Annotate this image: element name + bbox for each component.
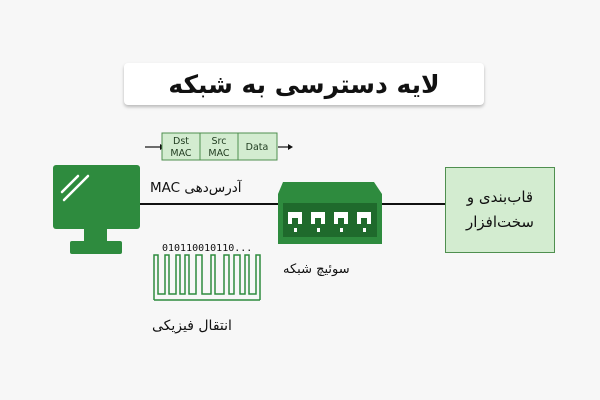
mac-addressing-label: آدرس‌دهی MAC — [150, 180, 242, 196]
packet-field-data: Data — [246, 142, 269, 153]
diagram-title: لایه دسترسی به شبکه — [168, 69, 440, 99]
packet-field-dst-top: Dst — [173, 136, 189, 147]
network-switch-label: سوئیچ شبکه — [283, 262, 350, 277]
packet-field-src-bottom: MAC — [208, 148, 230, 159]
network-switch-icon — [278, 182, 382, 244]
title-box: لایه دسترسی به شبکه — [124, 63, 484, 105]
packet-field-src-top: Src — [212, 136, 227, 147]
packet-field-dst-bottom: MAC — [170, 148, 192, 159]
packet-arrow-right-icon — [278, 144, 293, 150]
computer-monitor-icon — [53, 165, 140, 254]
packet-header: Dst MAC Src MAC Data — [161, 132, 278, 161]
framing-hardware-line2: سخت‌افزار — [465, 213, 534, 231]
square-wave-icon — [153, 254, 261, 301]
framing-hardware-line1: قاب‌بندی و — [466, 188, 534, 206]
bit-stream-label: 010110010110... — [162, 243, 253, 254]
framing-hardware-box: قاب‌بندی و سخت‌افزار — [445, 167, 555, 253]
physical-transfer-label: انتقال فیزیکی — [152, 318, 232, 334]
